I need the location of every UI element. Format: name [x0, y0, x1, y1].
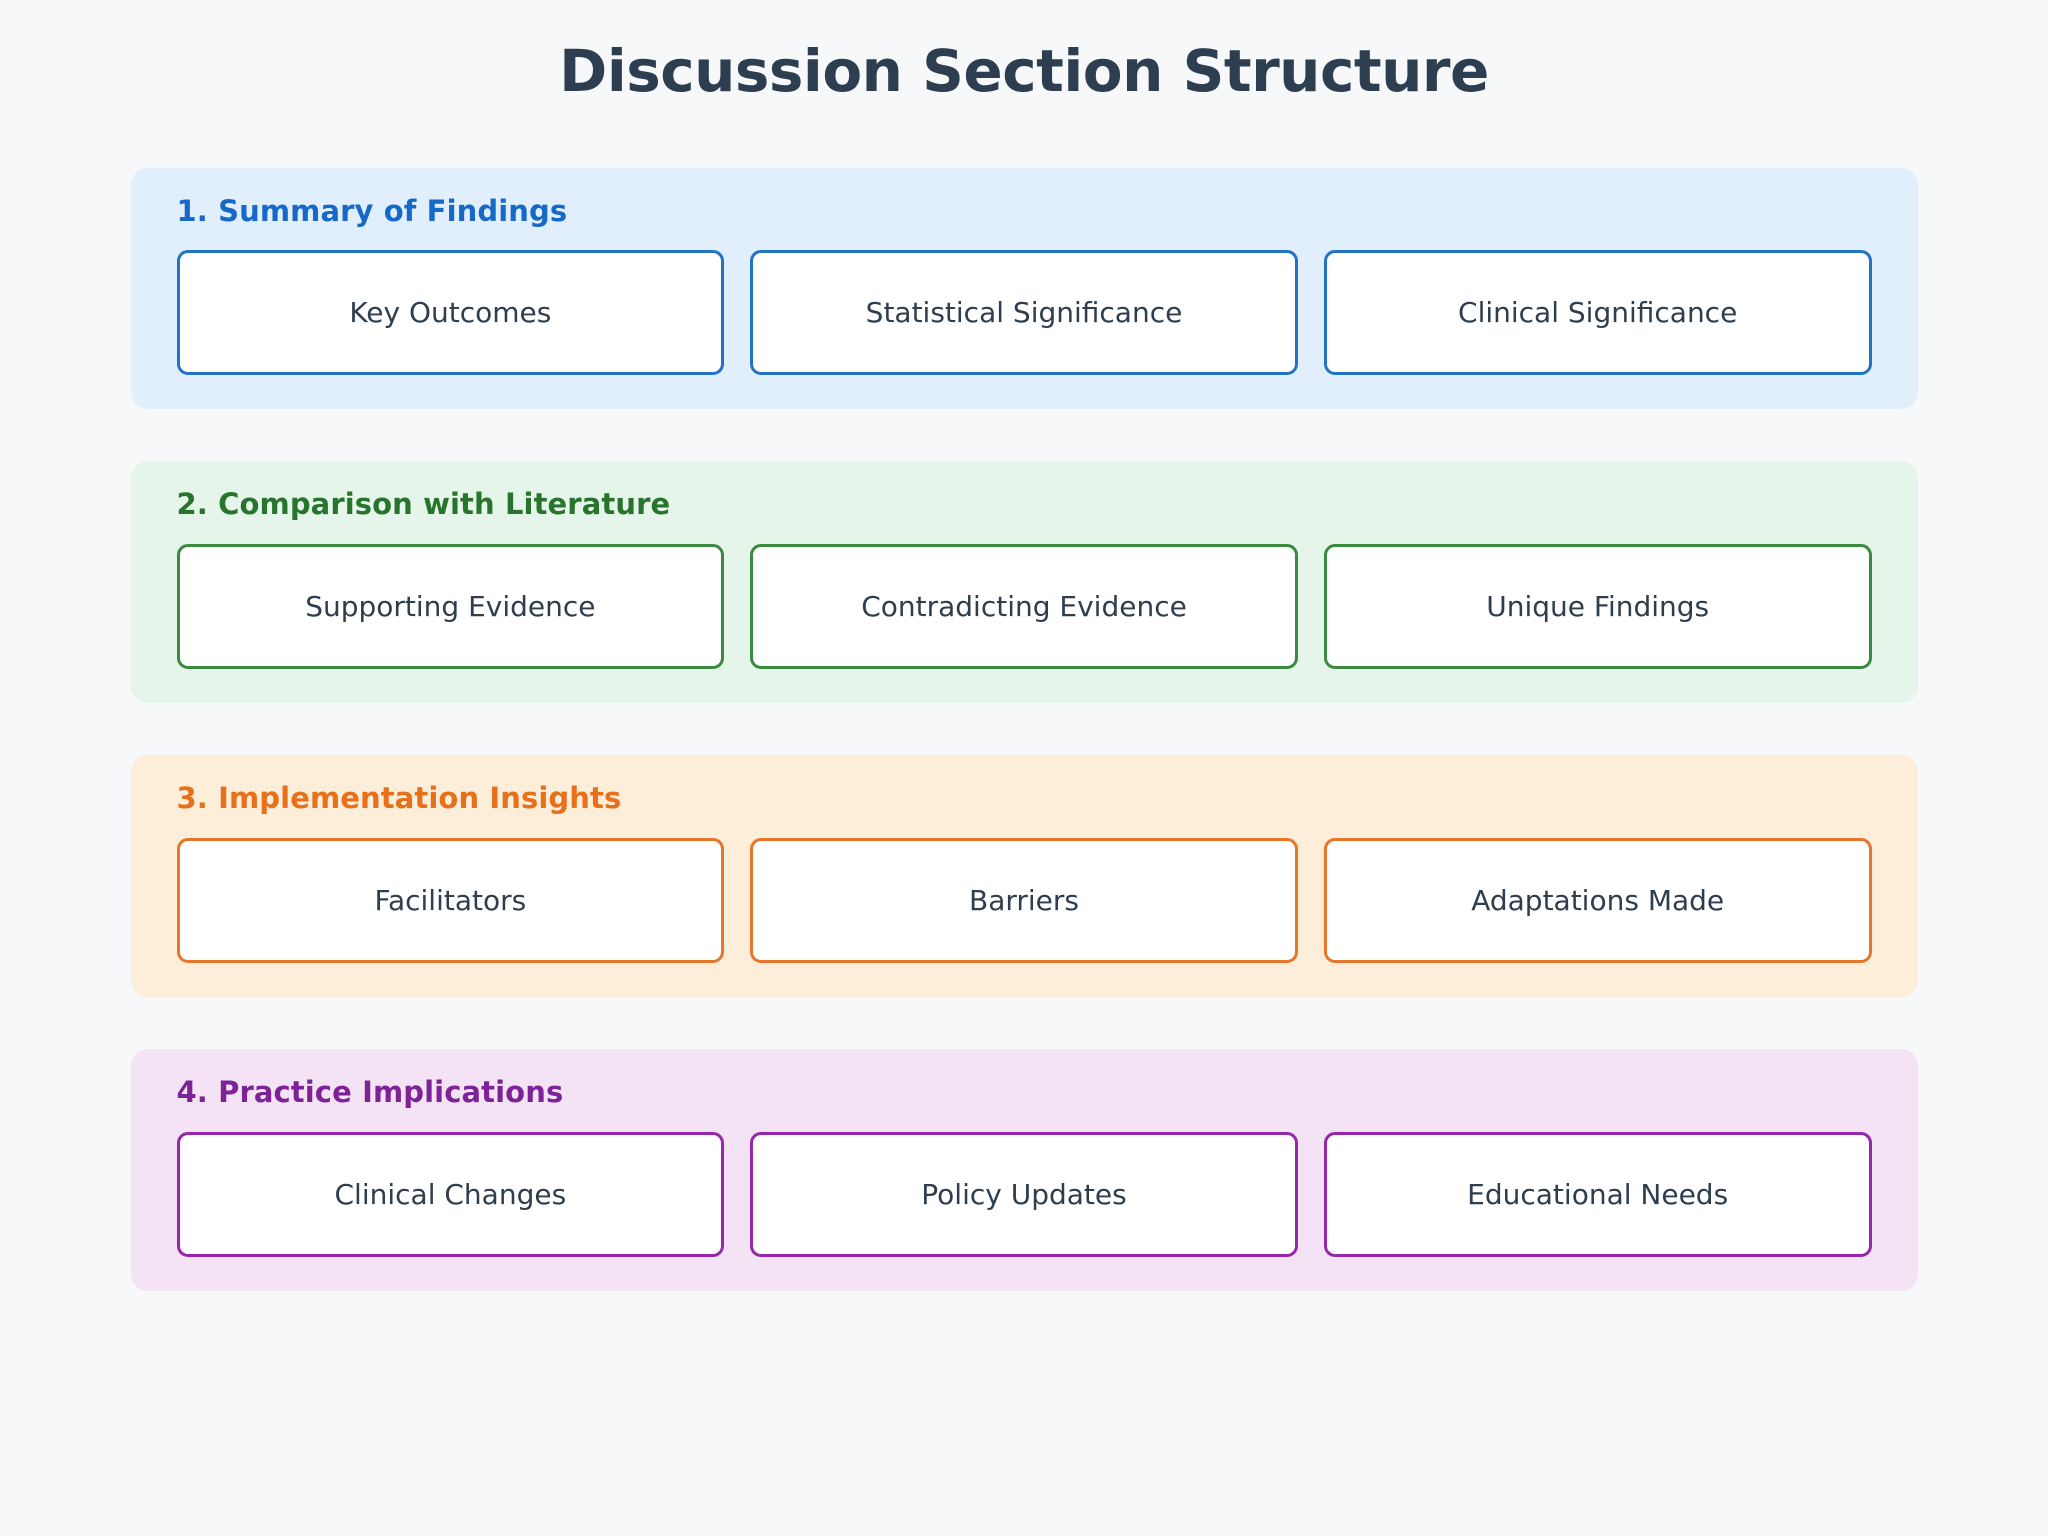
card-barriers[interactable]: Barriers: [750, 838, 1298, 964]
card-label: Policy Updates: [921, 1177, 1127, 1211]
card-educational-needs[interactable]: Educational Needs: [1323, 1131, 1872, 1257]
card-label: Key Outcomes: [349, 296, 552, 330]
section-panel-summary-of-findings: 1. Summary of Findings Key Outcomes Stat…: [130, 167, 1918, 410]
section-panel-comparison-with-literature: 2. Comparison with Literature Supporting…: [130, 461, 1918, 704]
card-row-summary-of-findings: Key Outcomes Statistical Significance Cl…: [176, 250, 1872, 376]
card-label: Facilitators: [374, 884, 527, 918]
card-supporting-evidence[interactable]: Supporting Evidence: [176, 544, 725, 670]
card-unique-findings[interactable]: Unique Findings: [1323, 544, 1872, 670]
card-adaptations-made[interactable]: Adaptations Made: [1323, 838, 1872, 964]
section-heading-comparison-with-literature: 2. Comparison with Literature: [176, 487, 671, 522]
card-policy-updates[interactable]: Policy Updates: [750, 1131, 1298, 1257]
section-heading-implementation-insights: 3. Implementation Insights: [176, 781, 622, 816]
card-facilitators[interactable]: Facilitators: [176, 838, 725, 964]
card-contradicting-evidence[interactable]: Contradicting Evidence: [750, 544, 1298, 670]
card-row-comparison-with-literature: Supporting Evidence Contradicting Eviden…: [176, 544, 1872, 670]
section-heading-summary-of-findings: 1. Summary of Findings: [176, 193, 568, 228]
card-label: Clinical Changes: [334, 1177, 567, 1211]
card-clinical-changes[interactable]: Clinical Changes: [176, 1131, 725, 1257]
card-row-implementation-insights: Facilitators Barriers Adaptations Made: [176, 838, 1872, 964]
sections-container: 1. Summary of Findings Key Outcomes Stat…: [130, 105, 1918, 1291]
card-label: Educational Needs: [1467, 1177, 1729, 1211]
card-label: Supporting Evidence: [305, 590, 596, 624]
section-heading-practice-implications: 4. Practice Implications: [176, 1075, 564, 1110]
card-label: Barriers: [969, 884, 1080, 918]
card-label: Statistical Significance: [865, 296, 1183, 330]
card-label: Adaptations Made: [1471, 884, 1725, 918]
page-title: Discussion Section Structure: [559, 37, 1489, 105]
card-key-outcomes[interactable]: Key Outcomes: [176, 250, 725, 376]
card-label: Unique Findings: [1486, 590, 1710, 624]
card-statistical-significance[interactable]: Statistical Significance: [750, 250, 1298, 376]
card-clinical-significance[interactable]: Clinical Significance: [1323, 250, 1872, 376]
card-row-practice-implications: Clinical Changes Policy Updates Educatio…: [176, 1131, 1872, 1257]
section-panel-practice-implications: 4. Practice Implications Clinical Change…: [130, 1049, 1918, 1291]
section-panel-implementation-insights: 3. Implementation Insights Facilitators …: [130, 755, 1918, 998]
card-label: Clinical Significance: [1458, 296, 1738, 330]
card-label: Contradicting Evidence: [861, 590, 1187, 624]
